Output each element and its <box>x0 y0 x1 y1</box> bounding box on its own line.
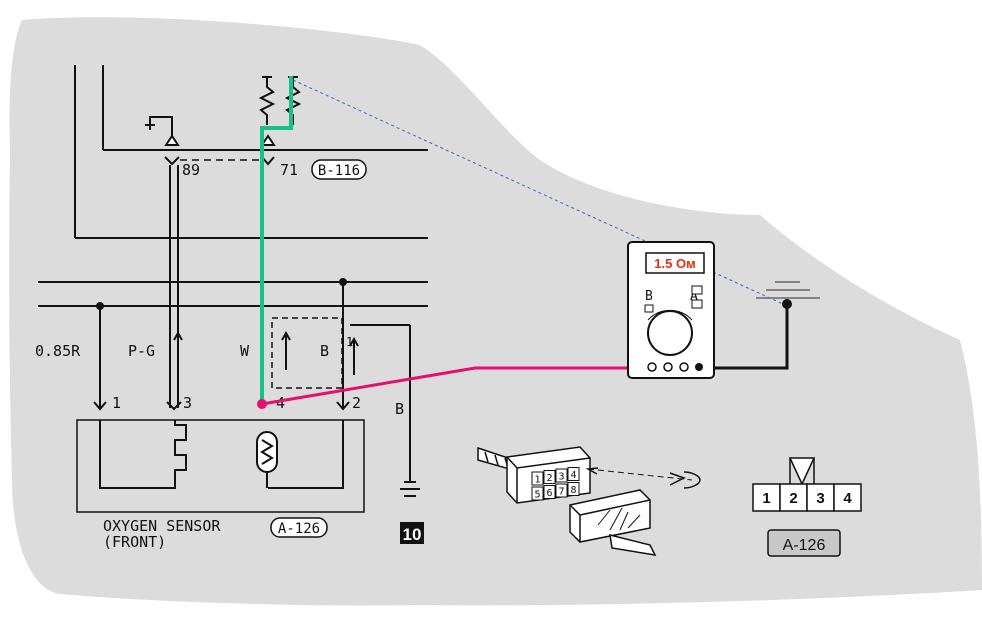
harness-pin-cell-8 <box>567 482 580 496</box>
harness-pin-cell-6 <box>543 485 556 499</box>
rotary-dial <box>647 310 693 356</box>
wire-label-w: W <box>240 342 250 360</box>
switch-mark-a: A <box>690 289 698 304</box>
pinout-cell-3 <box>806 483 835 512</box>
pin-1: 1 <box>112 394 121 412</box>
junction-dots <box>96 278 347 310</box>
sensor-connector-label: A-126 <box>278 521 320 537</box>
pinout-a126: 1 2 3 4 A-126 <box>752 457 862 557</box>
harness-pin-cell-1 <box>531 471 544 486</box>
harness-pin-2: 2 <box>546 473 552 484</box>
input-jack-com <box>695 363 703 371</box>
pinout-cell-4 <box>833 483 862 512</box>
wire-label-pg: P-G <box>128 342 155 360</box>
harness-pin-cell-2 <box>543 470 556 484</box>
sensor-title: OXYGEN SENSOR <box>103 517 221 535</box>
gray-background <box>9 17 982 606</box>
input-jack-3 <box>679 362 689 372</box>
probe-point-pin4 <box>257 399 267 409</box>
harness-pin-4: 4 <box>570 470 576 481</box>
pinout-cell-2 <box>779 483 808 512</box>
pinout-pin-4: 4 <box>843 490 852 507</box>
pinout-label-badge <box>767 529 841 557</box>
pinout-pin-3: 3 <box>816 490 824 507</box>
pinout-label: A-126 <box>783 537 826 554</box>
harness-pin-7: 7 <box>558 487 564 498</box>
multimeter-display <box>645 252 705 274</box>
multimeter-reading: 1.5 Ом <box>654 256 695 271</box>
harness-pin-8: 8 <box>570 485 576 496</box>
pin-4: 4 <box>276 394 285 412</box>
harness-pin-cell-4 <box>567 467 580 481</box>
sensor-subtitle: (FRONT) <box>103 533 166 551</box>
green-test-lead <box>260 76 293 404</box>
harness-pin-5: 5 <box>534 490 540 501</box>
pinout-pin-1: 1 <box>762 490 770 507</box>
pink-test-lead <box>261 366 636 406</box>
chassis-ground-symbol <box>756 281 820 299</box>
harness-pin-cell-3 <box>555 468 568 483</box>
switch-mark-b: B <box>645 289 653 304</box>
wire-label-b-inner: B <box>320 342 329 360</box>
pin-2: 2 <box>352 394 361 412</box>
ground-probe-dot <box>782 299 792 309</box>
connector-badge-a126 <box>270 517 328 538</box>
connector-b116-label: B-116 <box>318 163 360 179</box>
pinout-key-tab <box>788 457 816 486</box>
connector-badge-b116 <box>311 159 367 180</box>
wire-label-b-ground: B <box>395 400 404 418</box>
wiring-schematic <box>38 65 428 513</box>
harness-pin-6: 6 <box>546 488 552 499</box>
black-test-lead <box>700 304 789 370</box>
pin-3: 3 <box>183 394 192 412</box>
input-jack-2 <box>663 362 673 372</box>
input-jack-1 <box>647 362 657 372</box>
multimeter: 1.5 Ом B A <box>627 241 715 379</box>
pin-89: 89 <box>182 161 200 179</box>
b-pin-number: 1 <box>346 335 353 349</box>
pinout-pin-2: 2 <box>789 490 797 507</box>
ground-id-label: 10 <box>403 525 422 544</box>
harness-pin-3: 3 <box>558 472 564 483</box>
ground-id-badge <box>400 522 424 544</box>
harness-pin-cell-5 <box>531 486 544 501</box>
harness-pin-cell-7 <box>555 483 568 498</box>
pin-71: 71 <box>280 161 298 179</box>
wire-label-085r: 0.85R <box>35 342 81 360</box>
harness-pin-1: 1 <box>534 475 540 486</box>
